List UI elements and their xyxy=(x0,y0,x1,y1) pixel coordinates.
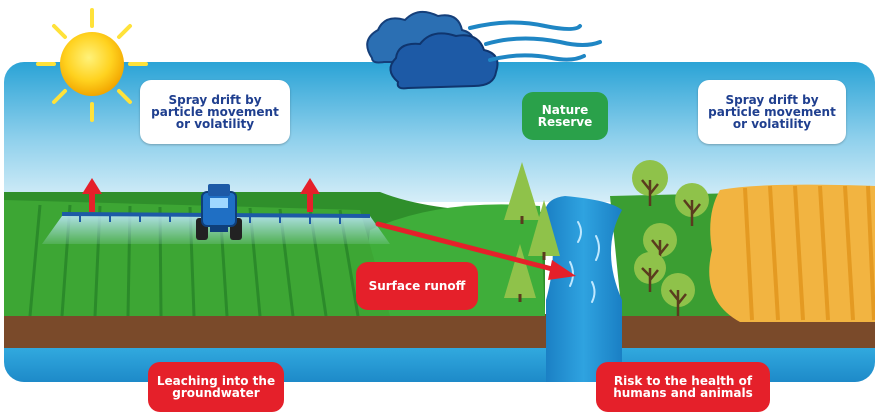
runoff-arrow-icon xyxy=(375,221,576,280)
surface-runoff-label: Surface runoff xyxy=(356,262,478,310)
tree-icon xyxy=(504,244,536,302)
tractor-icon xyxy=(61,184,371,240)
wheat-field xyxy=(709,184,875,322)
tree-icon xyxy=(661,273,695,316)
spray-drift-label-right: Spray drift by particle movement or vola… xyxy=(698,80,846,144)
cloud-icon xyxy=(366,10,499,90)
drift-arrow-icon xyxy=(82,178,102,212)
tree-icon xyxy=(632,160,668,206)
tree-icon xyxy=(675,183,709,226)
leaching-label: Leaching into the groundwater xyxy=(148,362,284,412)
drift-arrow-icon xyxy=(300,178,320,212)
nature-reserve-label: Nature Reserve xyxy=(522,92,608,140)
spray-drift-label-left: Spray drift by particle movement or vola… xyxy=(140,80,290,144)
tree-icon xyxy=(528,200,560,260)
risk-health-label: Risk to the health of humans and animals xyxy=(596,362,770,412)
soil-layer-left xyxy=(4,314,546,348)
tree-icon xyxy=(634,252,666,292)
wind-icon xyxy=(468,20,602,62)
river xyxy=(545,196,622,382)
sun-icon xyxy=(36,8,148,122)
tree-icon xyxy=(504,162,540,224)
